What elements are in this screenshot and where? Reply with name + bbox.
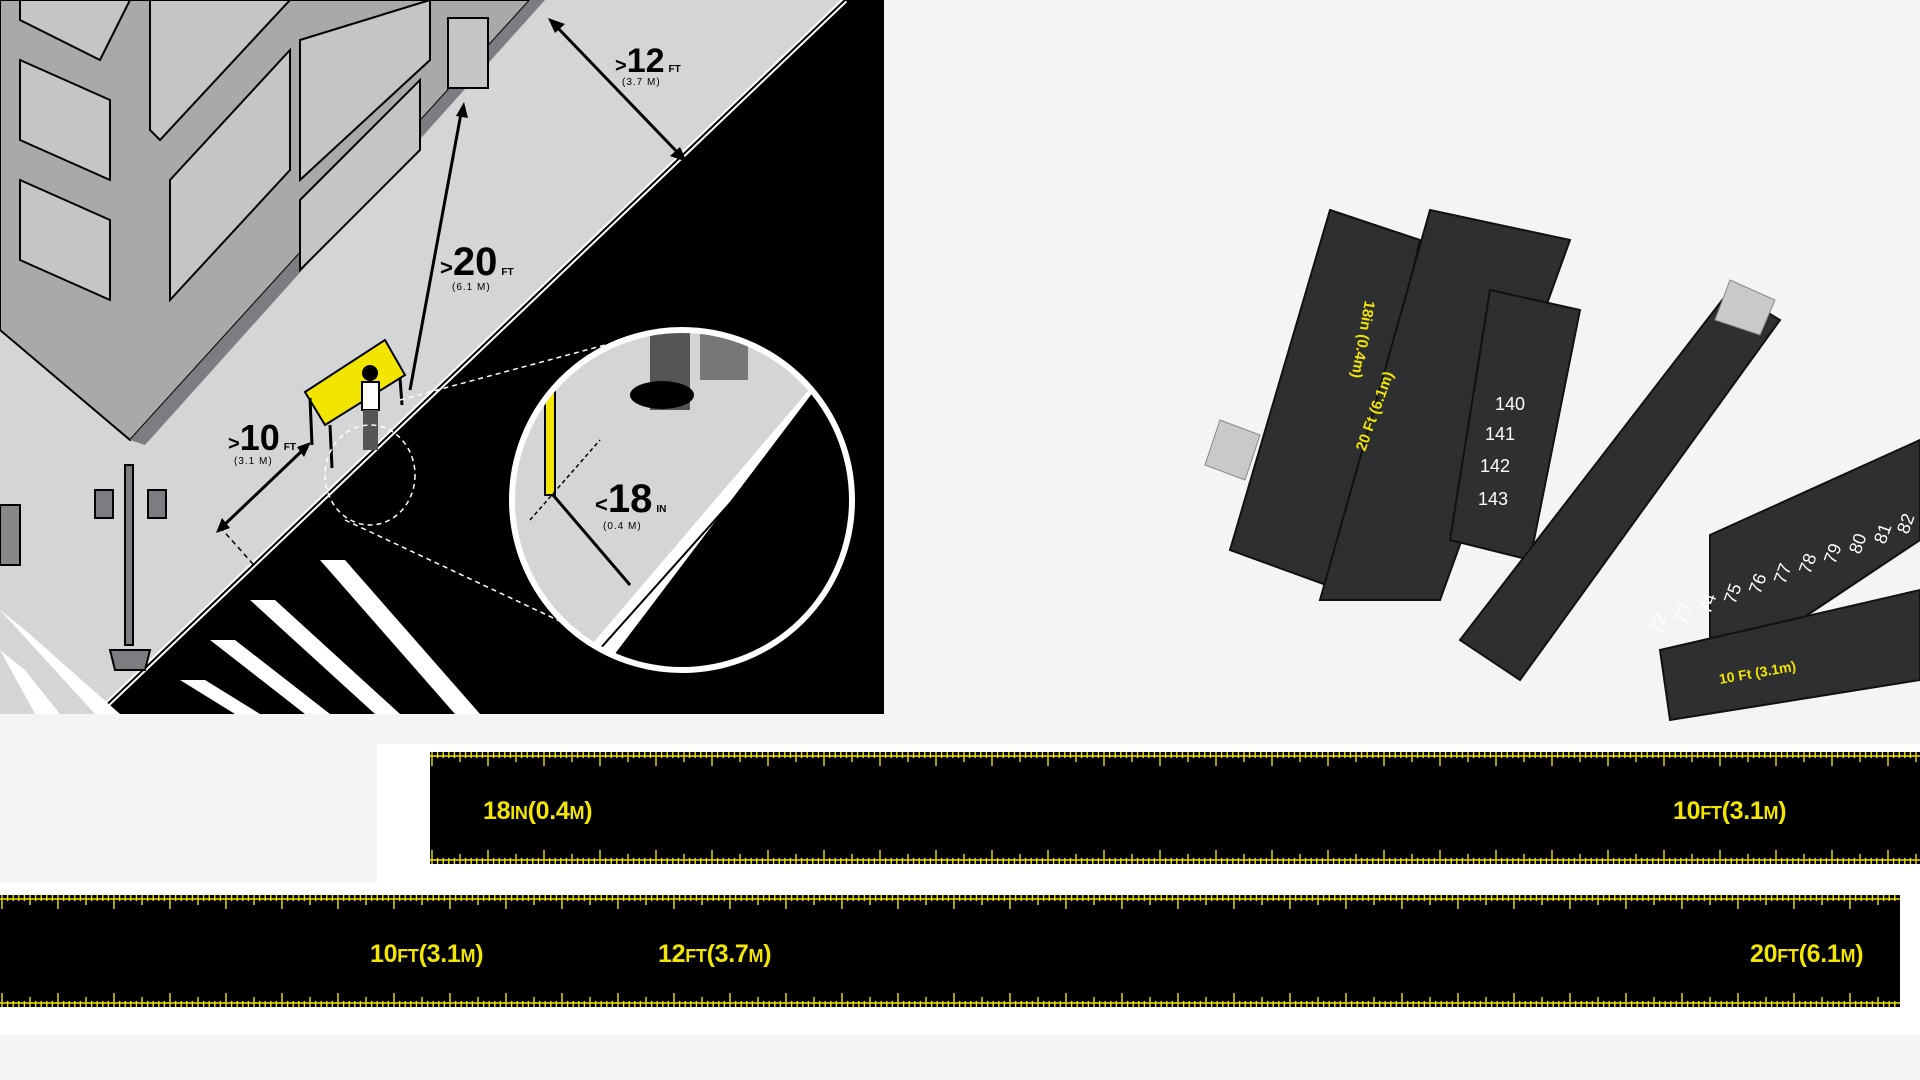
tape-measure-photo: 18in (0.4m) 20 Ft (6.1m) 10 Ft (3.1m) 14… — [1190, 180, 1920, 740]
svg-text:(3.1 M): (3.1 M) — [234, 456, 273, 467]
tape-mark-12ft: 12FT(3.7M) — [658, 940, 772, 968]
svg-text:(0.4 M): (0.4 M) — [603, 521, 642, 532]
svg-text:140: 140 — [1495, 394, 1525, 414]
tape-mark-10ft: 10FT(3.1M) — [370, 940, 484, 968]
svg-text:143: 143 — [1478, 489, 1508, 509]
tape-mark-20ft: 20FT(6.1M) — [1750, 940, 1864, 968]
svg-text:>12FT: >12FT — [615, 42, 681, 80]
svg-text:(3.7 M): (3.7 M) — [622, 77, 661, 88]
svg-text:>20FT: >20FT — [440, 240, 514, 284]
svg-text:142: 142 — [1480, 456, 1510, 476]
svg-text:72: 72 — [1645, 611, 1671, 637]
tape-mark-18in: 18IN(0.4M) — [483, 797, 593, 825]
svg-text:>10FT: >10FT — [228, 417, 296, 458]
svg-text:73: 73 — [1670, 601, 1696, 627]
tape-strip-2: 10FT(3.1M) 12FT(3.7M) 20FT(6.1M) — [0, 895, 1900, 1007]
svg-text:141: 141 — [1485, 424, 1515, 444]
yellow-table — [303, 338, 407, 427]
tape-mark-10ft: 10FT(3.1M) — [1673, 797, 1787, 825]
tape-strip-1: 18IN(0.4M) 10FT(3.1M) — [430, 752, 1920, 864]
svg-text:(6.1 M): (6.1 M) — [452, 282, 491, 293]
svg-text:<18IN: <18IN — [595, 477, 666, 521]
